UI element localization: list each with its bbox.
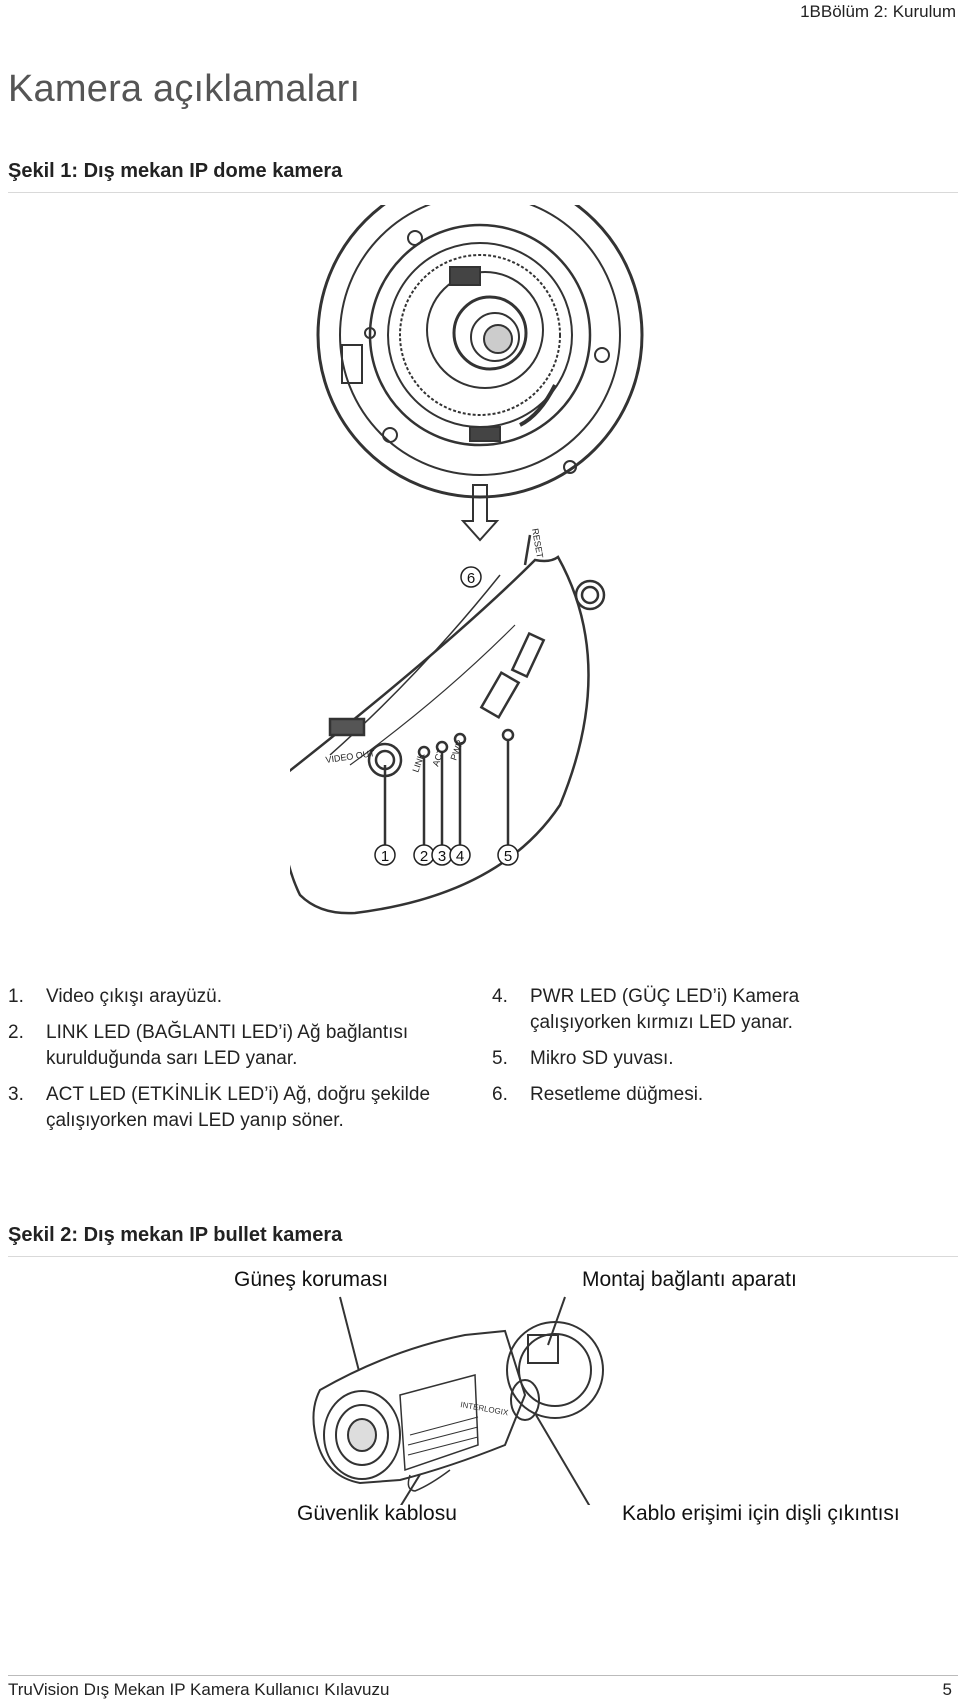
callout-3: 3 (438, 848, 446, 865)
list-item: 6.Resetleme düğmesi. (492, 1084, 704, 1105)
figure1-list-right: 4.PWR LED (GÜÇ LED’i) Kamera çalışıyorke… (492, 984, 892, 1118)
bullet-camera-body (312, 1321, 604, 1492)
callout-4: 4 (456, 848, 464, 865)
sunshield-leader-line (339, 1296, 361, 1376)
dome-camera-diagram: VIDEO OUT LINK ACT PWR RESET 1 2 3 4 5 6 (290, 205, 644, 915)
footer-page-number: 5 (942, 1680, 952, 1699)
mount-leader-line (547, 1296, 566, 1346)
figure1-rule (8, 192, 958, 193)
sunshield-label: Güneş koruması (234, 1268, 389, 1291)
page-title: Kamera açıklamaları (8, 68, 361, 110)
list-item: 1.Video çıkışı arayüzü. (8, 986, 223, 1007)
callout-2: 2 (420, 848, 428, 865)
dome-side-view (290, 534, 606, 915)
cable-access-label: Kablo erişimi için dişli çıkıntısı (622, 1502, 900, 1525)
list-item: 2.LINK LED (BAĞLANTI LED’i) Ağ bağlantıs… (8, 1022, 409, 1069)
chapter-header: 1BBölüm 2: Kurulum (800, 2, 956, 21)
safety-cable-label: Güvenlik kablosu (297, 1502, 457, 1525)
callout-5: 5 (504, 848, 512, 865)
figure1-caption: Şekil 1: Dış mekan IP dome kamera (8, 160, 343, 182)
list-item: 3.ACT LED (ETKİNLİK LED’i) Ağ, doğru şek… (8, 1084, 431, 1131)
callout-numbers (374, 566, 519, 866)
footer-manual-title: TruVision Dış Mekan IP Kamera Kullanıcı … (8, 1680, 390, 1699)
dome-top-view (316, 205, 644, 499)
callout-1: 1 (381, 848, 389, 865)
figure2-rule (8, 1256, 958, 1257)
list-item: 4.PWR LED (GÜÇ LED’i) Kamera çalışıyorke… (492, 986, 800, 1033)
figure2-caption: Şekil 2: Dış mekan IP bullet kamera (8, 1224, 343, 1246)
down-arrow-icon (460, 484, 500, 542)
callout-6: 6 (467, 570, 475, 587)
cable-access-leader-line (535, 1414, 591, 1505)
mount-bracket-label: Montaj bağlantı aparatı (582, 1268, 797, 1291)
figure1-list-left: 1.Video çıkışı arayüzü. 2.LINK LED (BAĞL… (8, 984, 473, 1144)
footer-rule (8, 1675, 958, 1676)
bullet-camera-diagram: INTERLOGIX (312, 1296, 604, 1505)
list-item: 5.Mikro SD yuvası. (492, 1048, 674, 1069)
reset-label: RESET (530, 528, 545, 560)
